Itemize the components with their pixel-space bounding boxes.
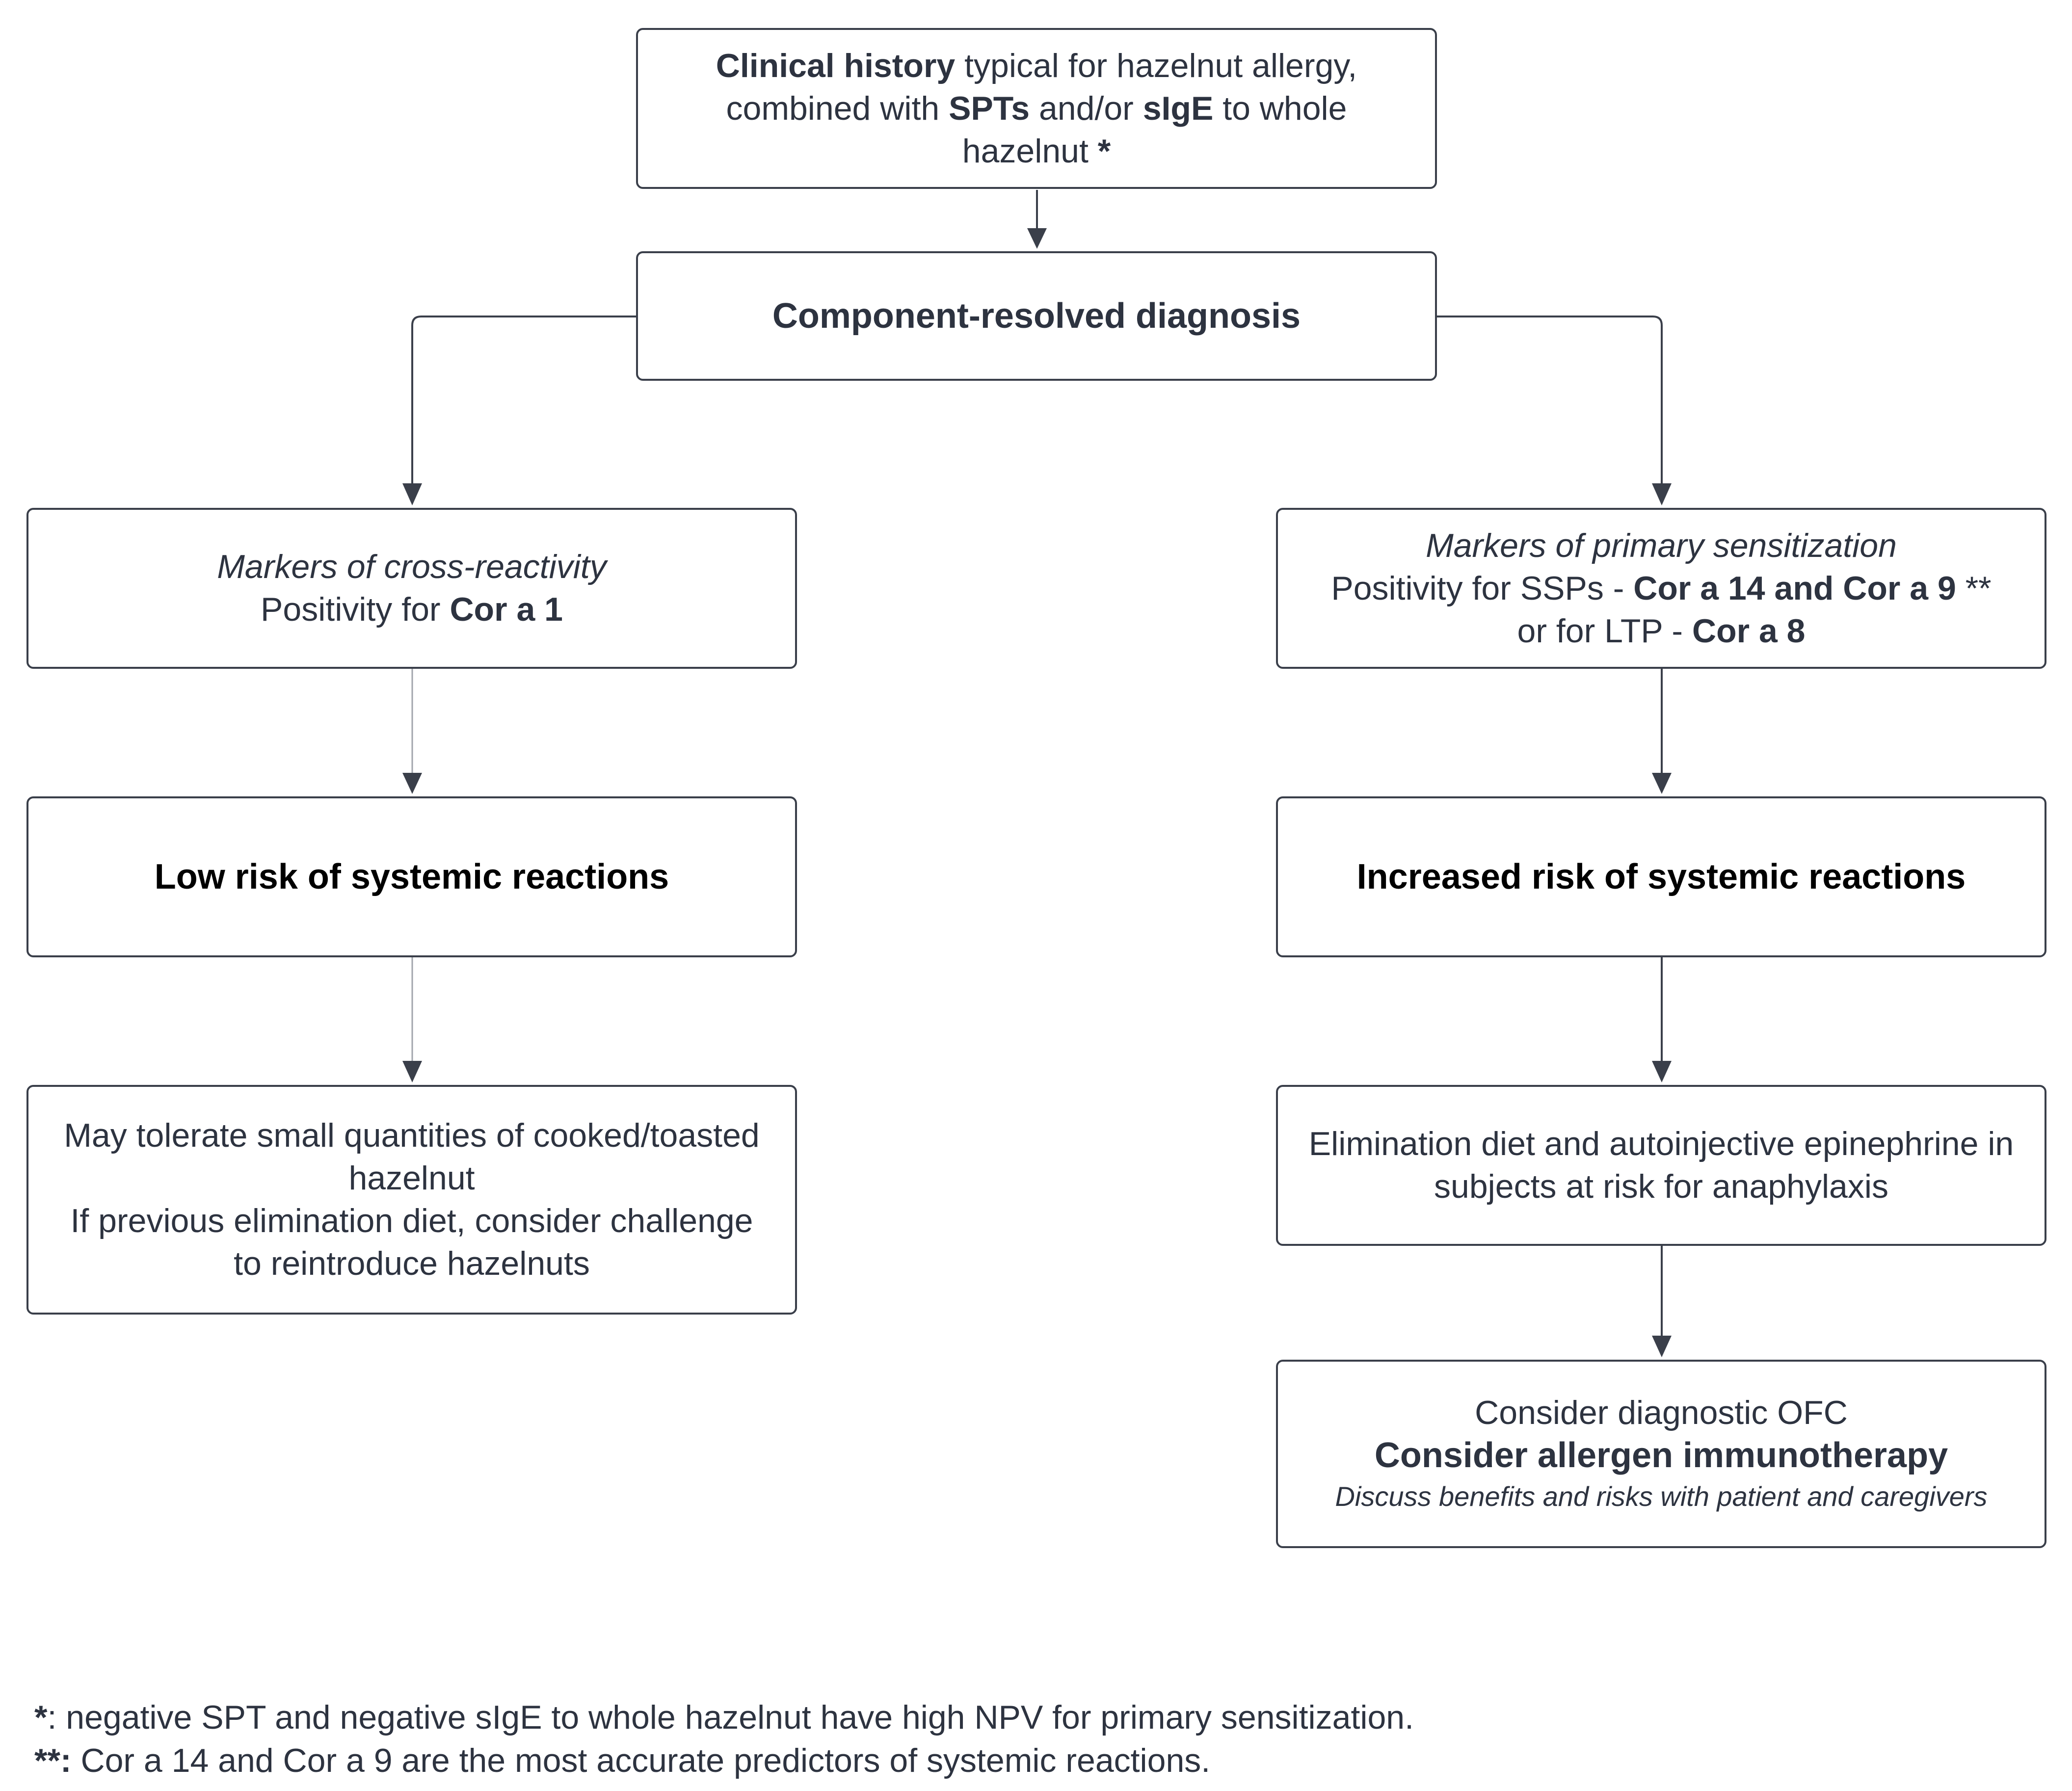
clinical-history-line-3: hazelnut * <box>962 130 1111 173</box>
arrowhead-right-risk-to-advice <box>1652 1061 1672 1082</box>
discuss-benefits-line: Discuss benefits and risks with patient … <box>1335 1481 1988 1512</box>
elimination-diet-box: Elimination diet and autoinjective epine… <box>1276 1085 2046 1246</box>
cross-reactivity-title: Markers of cross-reactivity <box>217 548 607 585</box>
arrowhead-crd-to-left <box>402 483 422 505</box>
tolerance-advice-line-4: to reintroduce hazelnuts <box>234 1245 590 1282</box>
immunotherapy-box: Consider diagnostic OFC Consider allerge… <box>1276 1360 2046 1548</box>
clinical-history-bold: Clinical history <box>716 47 956 84</box>
cor-a-1-bold: Cor a 1 <box>450 591 563 628</box>
clinical-history-text-2: combined with <box>726 89 949 127</box>
clinical-history-text-5: hazelnut <box>962 132 1098 170</box>
component-resolved-diagnosis-box: Component-resolved diagnosis <box>636 251 1437 381</box>
footnote-2-mark: **: <box>34 1742 72 1779</box>
elimination-diet-line-1: Elimination diet and autoinjective epine… <box>1308 1125 2014 1162</box>
footnote-marker-1: * <box>1097 132 1111 170</box>
primary-sensitization-line-2: or for LTP - Cor a 8 <box>1517 610 1806 653</box>
low-risk-box: Low risk of systemic reactions <box>27 796 797 957</box>
diagnostic-ofc-line: Consider diagnostic OFC <box>1475 1394 1848 1431</box>
cross-reactivity-markers-box: Markers of cross-reactivity Positivity f… <box>27 508 797 669</box>
footnote-1-text: : negative SPT and negative sIgE to whol… <box>47 1699 1414 1736</box>
footnote-marker-2: ** <box>1956 569 1992 607</box>
sige-bold: sIgE <box>1142 89 1214 127</box>
clinical-history-text-3: and/or <box>1030 89 1143 127</box>
footnote-1-mark: * <box>34 1699 48 1736</box>
clinical-history-text-4: to whole <box>1213 89 1347 127</box>
spts-bold: SPTs <box>949 89 1030 127</box>
primary-sensitization-markers-box: Markers of primary sensitization Positiv… <box>1276 508 2046 669</box>
elimination-diet-line-2: subjects at risk for anaphylaxis <box>1434 1168 1888 1205</box>
footnote-2-text: Cor a 14 and Cor a 9 are the most accura… <box>71 1742 1211 1779</box>
primary-sensitization-line-1: Positivity for SSPs - Cor a 14 and Cor a… <box>1331 567 1991 610</box>
arrowhead-right-markers-to-risk <box>1652 773 1672 794</box>
increased-risk-box: Increased risk of systemic reactions <box>1276 796 2046 957</box>
tolerance-advice-line-2: hazelnut <box>348 1159 475 1197</box>
allergen-immunotherapy-line: Consider allergen immunotherapy <box>1374 1436 1948 1475</box>
cross-reactivity-line: Positivity for Cor a 1 <box>261 588 563 631</box>
clinical-history-line-2: combined with SPTs and/or sIgE to whole <box>726 87 1347 130</box>
primary-sensitization-text-3: or for LTP - <box>1517 612 1692 650</box>
cor-a-8-bold: Cor a 8 <box>1692 612 1806 650</box>
component-resolved-diagnosis-label: Component-resolved diagnosis <box>772 296 1301 336</box>
primary-sensitization-text-1: Positivity for SSPs - <box>1331 569 1634 607</box>
arrow-crd-to-left <box>411 316 636 483</box>
cross-reactivity-text: Positivity for <box>261 591 450 628</box>
arrowhead-left-risk-to-advice <box>402 1061 422 1082</box>
clinical-history-box: Clinical history typical for hazelnut al… <box>636 28 1437 189</box>
primary-sensitization-title: Markers of primary sensitization <box>1426 527 1897 564</box>
clinical-history-line-1: Clinical history typical for hazelnut al… <box>716 45 1357 87</box>
arrowhead-right-advice-to-final <box>1652 1336 1672 1357</box>
cor-a-14-9-bold: Cor a 14 and Cor a 9 <box>1633 569 1956 607</box>
tolerance-advice-line-3: If previous elimination diet, consider c… <box>70 1202 753 1239</box>
footnote-2: **: Cor a 14 and Cor a 9 are the most ac… <box>34 1739 1210 1782</box>
low-risk-label: Low risk of systemic reactions <box>154 857 669 896</box>
clinical-history-text-1: typical for hazelnut allergy, <box>955 47 1357 84</box>
arrowhead-left-markers-to-risk <box>402 773 422 794</box>
footnote-1: *: negative SPT and negative sIgE to who… <box>34 1696 1414 1739</box>
increased-risk-label: Increased risk of systemic reactions <box>1356 857 1966 896</box>
arrowhead-crd-to-right <box>1652 483 1672 505</box>
arrow-crd-to-right <box>1437 316 1663 483</box>
arrowhead-top-to-crd <box>1027 228 1047 249</box>
tolerance-advice-box: May tolerate small quantities of cooked/… <box>27 1085 797 1315</box>
tolerance-advice-line-1: May tolerate small quantities of cooked/… <box>64 1117 760 1154</box>
